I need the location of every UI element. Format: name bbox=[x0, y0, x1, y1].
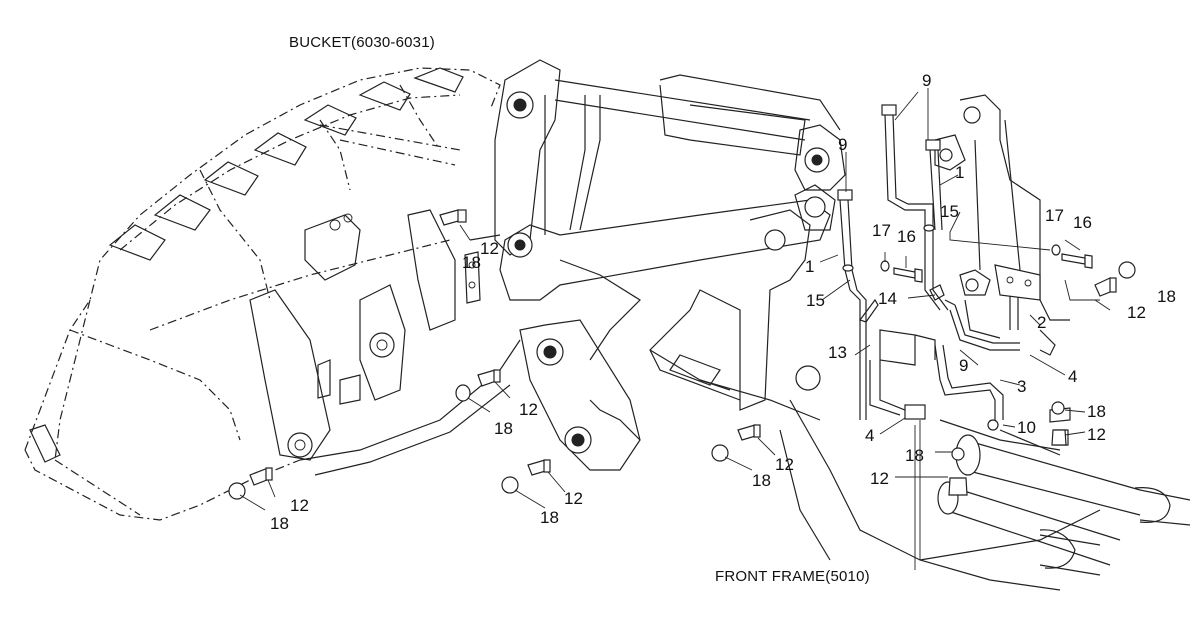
callout-12: 12 bbox=[564, 489, 583, 508]
callout-10: 10 bbox=[1017, 418, 1036, 437]
callout-14: 14 bbox=[878, 289, 897, 308]
front-frame bbox=[649, 94, 1191, 591]
callout-15: 15 bbox=[940, 202, 959, 221]
callout-18: 18 bbox=[1087, 402, 1106, 421]
callout-9: 9 bbox=[838, 135, 848, 154]
callout-13: 13 bbox=[828, 343, 847, 362]
leader-lines bbox=[239, 88, 1111, 570]
bucket-title: BUCKET(6030-6031) bbox=[289, 34, 435, 51]
bucket bbox=[24, 67, 501, 521]
callout-12: 12 bbox=[480, 239, 499, 258]
callout-15: 15 bbox=[806, 291, 825, 310]
callout-17: 17 bbox=[872, 221, 891, 240]
callout-18: 18 bbox=[905, 446, 924, 465]
callout-18: 18 bbox=[752, 471, 771, 490]
callout-12: 12 bbox=[1127, 303, 1146, 322]
callout-1: 1 bbox=[955, 163, 965, 182]
callout-16: 16 bbox=[1073, 213, 1092, 232]
callout-12: 12 bbox=[870, 469, 889, 488]
callout-12: 12 bbox=[290, 496, 309, 515]
callout-17: 17 bbox=[1045, 206, 1064, 225]
callout-3: 3 bbox=[1017, 377, 1027, 396]
callout-1: 1 bbox=[805, 257, 815, 276]
callout-18: 18 bbox=[1157, 287, 1176, 306]
callout-9: 9 bbox=[922, 71, 932, 90]
callout-16: 16 bbox=[897, 227, 916, 246]
callout-12: 12 bbox=[775, 455, 794, 474]
callout-18: 18 bbox=[494, 419, 513, 438]
front-frame-title: FRONT FRAME(5010) bbox=[715, 568, 870, 585]
lift-arm bbox=[299, 59, 846, 476]
callout-18: 18 bbox=[462, 253, 481, 272]
callout-18: 18 bbox=[540, 508, 559, 527]
callout-12: 12 bbox=[519, 400, 538, 419]
callout-9: 9 bbox=[959, 356, 969, 375]
callout-12: 12 bbox=[1087, 425, 1106, 444]
callout-2: 2 bbox=[1037, 313, 1047, 332]
callout-18: 18 bbox=[270, 514, 289, 533]
grease-fittings bbox=[228, 209, 1136, 500]
callout-4: 4 bbox=[865, 426, 875, 445]
hoses bbox=[837, 104, 1070, 431]
callout-4: 4 bbox=[1068, 367, 1078, 386]
